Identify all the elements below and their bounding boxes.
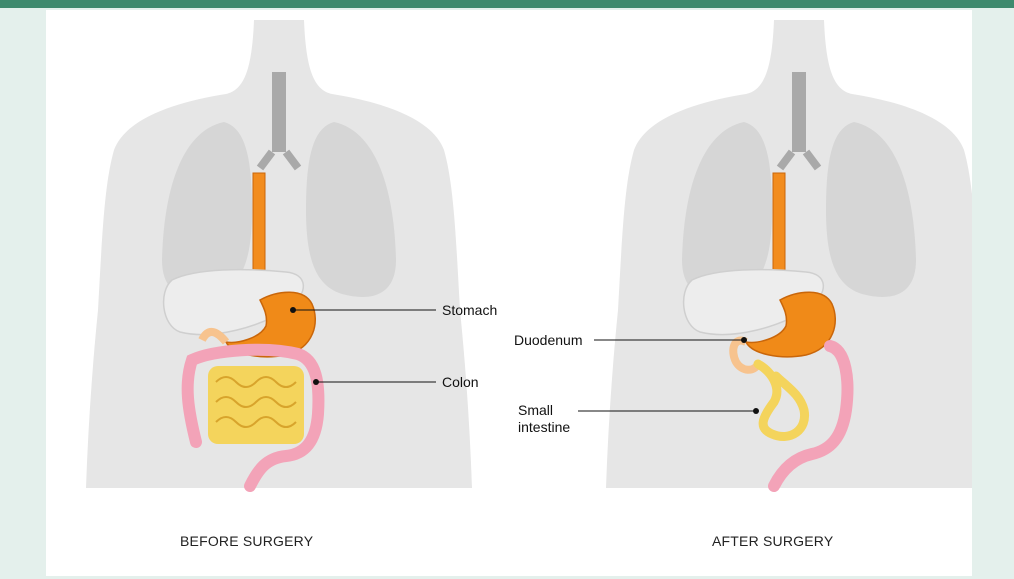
illustration-panel: Stomach Colon Duodenum Small intestine B…	[46, 10, 972, 576]
before-figure	[86, 20, 472, 488]
label-stomach: Stomach	[442, 302, 497, 319]
caption-before-surgery: BEFORE SURGERY	[180, 533, 313, 549]
body-silhouette-after	[606, 20, 972, 488]
esophagus-before	[253, 173, 265, 285]
esophagus-after	[773, 173, 785, 285]
anatomy-illustration	[46, 10, 972, 576]
label-small-intestine-line2: intestine	[518, 419, 570, 436]
label-colon: Colon	[442, 374, 479, 391]
header-bar	[0, 0, 1014, 8]
label-small-intestine-line1: Small	[518, 402, 553, 419]
label-duodenum: Duodenum	[514, 332, 583, 349]
trachea-before	[272, 72, 286, 152]
trachea-after	[792, 72, 806, 152]
after-figure	[578, 20, 972, 488]
caption-after-surgery: AFTER SURGERY	[712, 533, 833, 549]
